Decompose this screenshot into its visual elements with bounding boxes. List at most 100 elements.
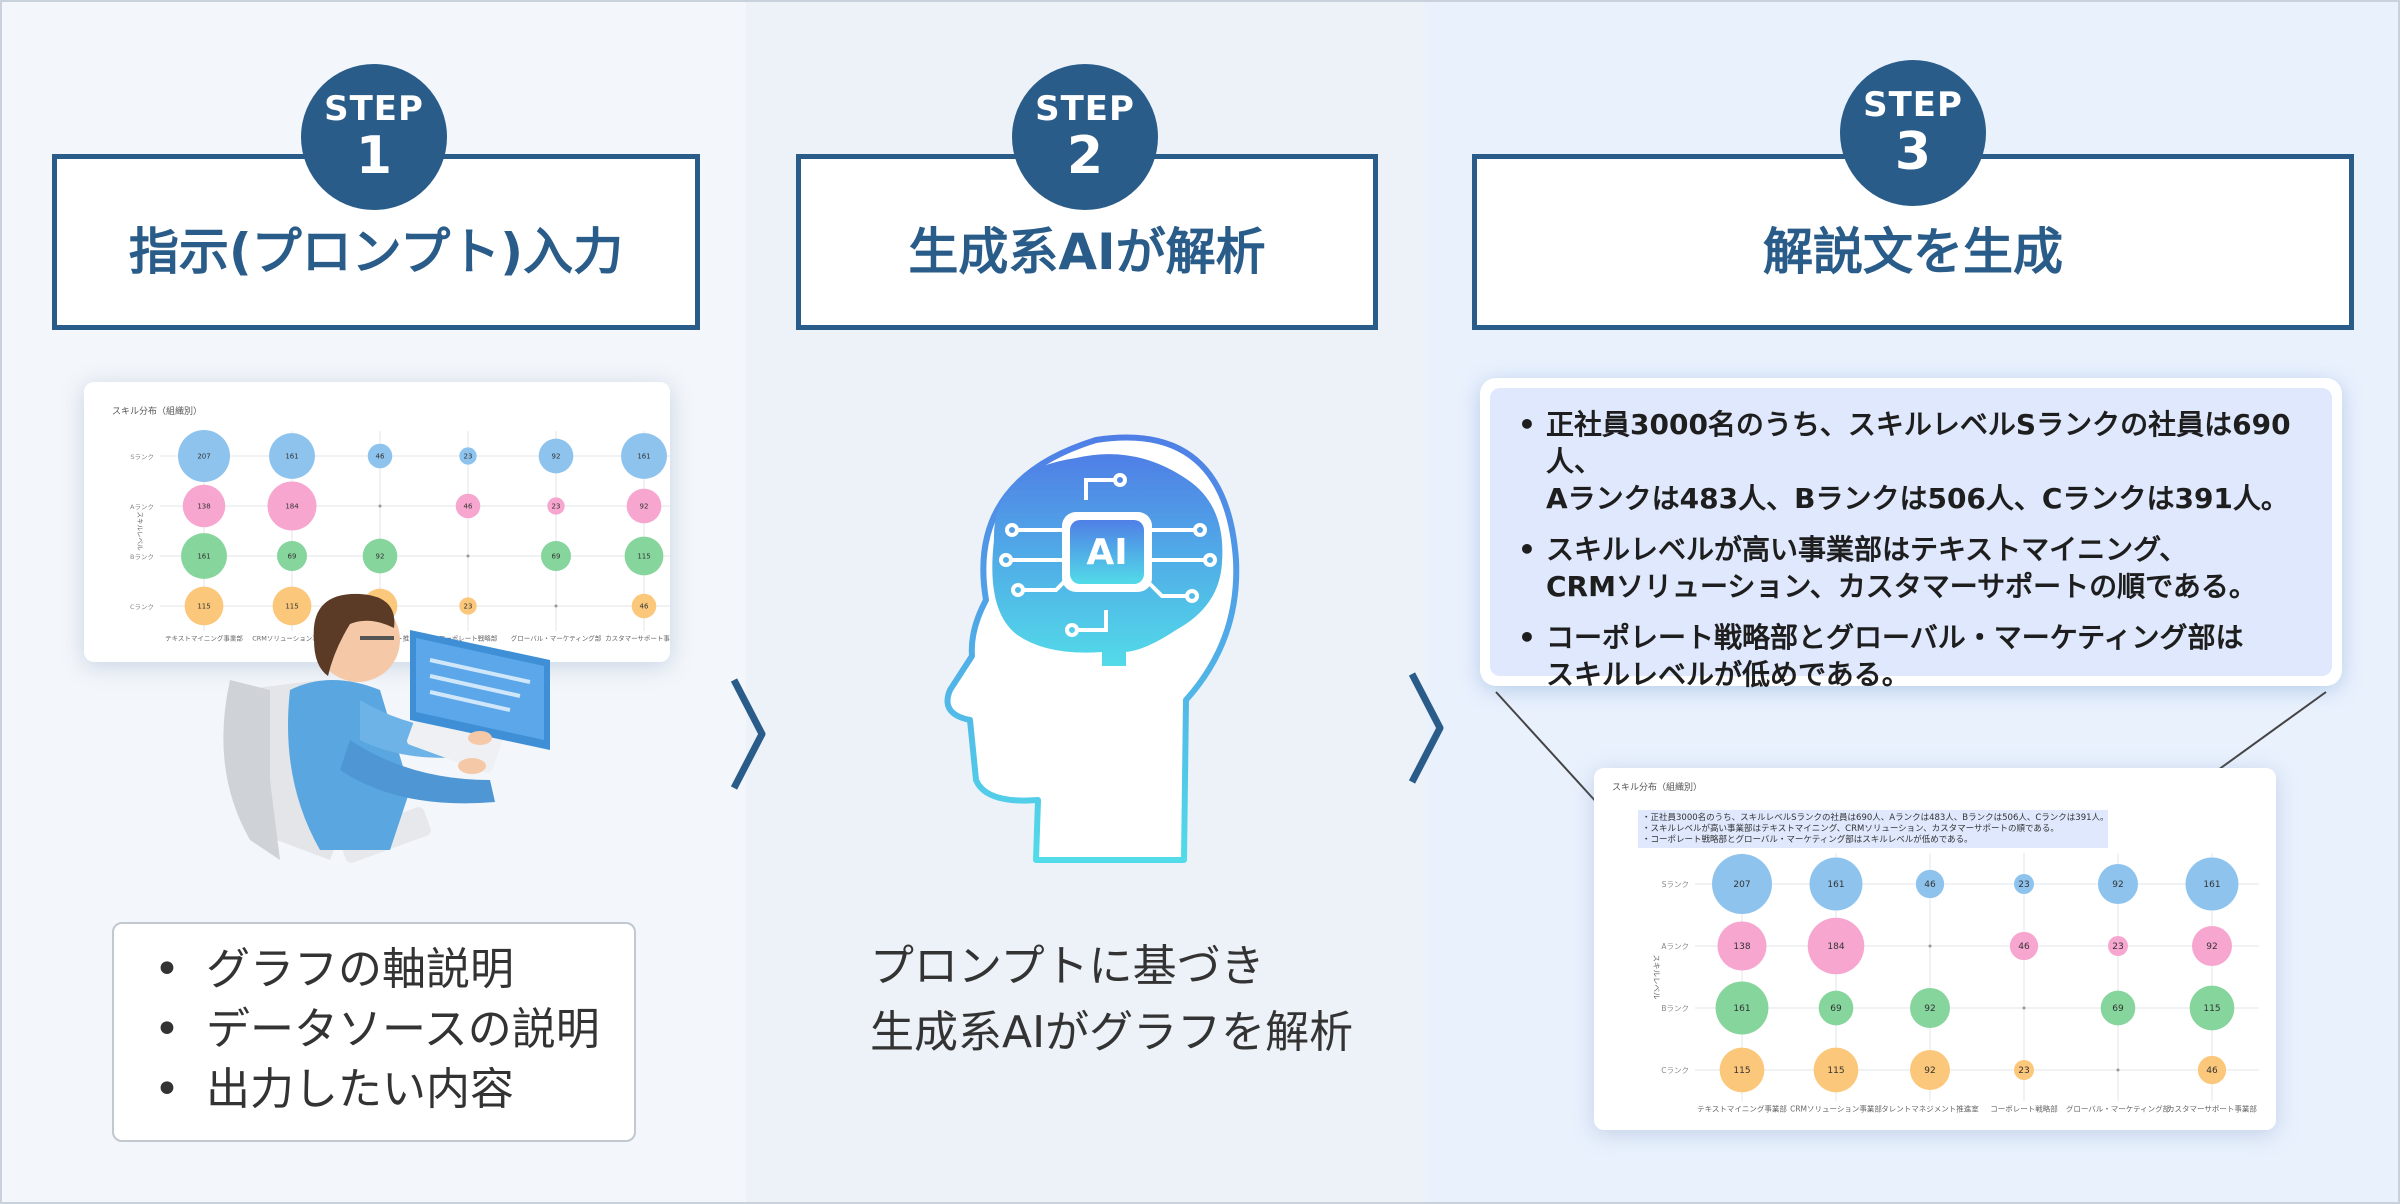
chart-title: スキル分布（組織別） <box>1612 781 1702 793</box>
x-tick-label: テキストマイニング事業部 <box>1697 1104 1787 1114</box>
step2-badge-label: STEP <box>1035 92 1135 126</box>
step3-chart-card: スキル分布（組織別） ・正社員3000名のうち、スキルレベルSランクの社員は690… <box>1594 768 2276 1130</box>
step3-title: 解説文を生成 <box>1763 212 2063 284</box>
step3-bubble-chart: スキル分布（組織別） ・正社員3000名のうち、スキルレベルSランクの社員は690… <box>1594 768 2276 1130</box>
chart-annotation-line: ・コーポレート戦略部とグローバル・マーケティング部はスキルレベルが低めである。 <box>1642 834 1973 845</box>
bubble-value-label: 92 <box>2112 880 2123 890</box>
bubble-value-label: 69 <box>288 552 297 560</box>
bubble-value-label: 92 <box>1924 1004 1935 1014</box>
bubble-value-label: 161 <box>2203 880 2220 890</box>
bubble-value-label: 92 <box>552 452 561 460</box>
y-tick-label: Bランク <box>130 553 154 561</box>
step1-badge: STEP 1 <box>301 64 447 210</box>
bubble-value-label: 46 <box>2018 942 2030 952</box>
step1-title: 指示(プロンプト)入力 <box>129 212 623 284</box>
bubble-value-label: 46 <box>2206 1066 2218 1076</box>
bubble-value-label: 92 <box>376 552 385 560</box>
step2-badge: STEP 2 <box>1012 64 1158 210</box>
step1-badge-label: STEP <box>324 92 424 126</box>
bubble-value-label: 138 <box>1733 942 1750 952</box>
y-tick-label: Bランク <box>1661 1004 1689 1013</box>
prompt-item: 出力したい内容 <box>154 1060 634 1120</box>
bubble-value-label: 69 <box>552 552 561 560</box>
bubble-value-label: 115 <box>1827 1066 1844 1076</box>
explanation-line: スキルレベルが高い事業部はテキストマイニング、 <box>1546 533 2187 566</box>
bubble-value-label: 115 <box>2203 1004 2220 1014</box>
x-tick-label: タレントマネジメント推進室 <box>1881 1104 1979 1114</box>
explanation-line: Aランクは483人、Bランクは506人、Cランクは391人。 <box>1546 482 2289 515</box>
bubble-value-label: 207 <box>1733 880 1750 890</box>
prompt-item: グラフの軸説明 <box>154 940 634 1000</box>
bubble-value-label: 23 <box>2018 880 2029 890</box>
prompt-items-box: グラフの軸説明 データソースの説明 出力したい内容 <box>112 922 636 1142</box>
y-axis-label: スキルレベル <box>1652 955 1661 1000</box>
y-tick-label: Aランク <box>130 503 154 511</box>
bubble-value-label: 92 <box>1924 1066 1935 1076</box>
empty-point <box>467 555 470 558</box>
step2-line: 生成系AIがグラフを解析 <box>870 1000 1353 1066</box>
step3-badge-number: 3 <box>1895 126 1931 178</box>
y-tick-label: Aランク <box>1661 942 1689 951</box>
bubble-value-label: 92 <box>640 502 649 510</box>
y-axis-label: スキルレベル <box>136 512 144 552</box>
bubble-value-label: 23 <box>2112 942 2123 952</box>
bubble-value-label: 161 <box>285 452 298 460</box>
chart-annotation-line: ・正社員3000名のうち、スキルレベルSランクの社員は690人、Aランクは483… <box>1642 812 2109 823</box>
explanation-bullet: スキルレベルが高い事業部はテキストマイニング、 CRMソリューション、カスタマーサ… <box>1518 531 2316 605</box>
bubble-value-label: 161 <box>1827 880 1844 890</box>
step1-badge-number: 1 <box>356 130 392 182</box>
ai-chip-label: AI <box>1086 532 1127 573</box>
bubble-value-label: 138 <box>197 502 210 510</box>
bubble-value-label: 23 <box>464 452 473 460</box>
chart-title: スキル分布（組織別） <box>112 405 202 417</box>
bubble-value-label: 115 <box>1733 1066 1750 1076</box>
bubble-value-label: 69 <box>2112 1004 2124 1014</box>
bubble-value-label: 161 <box>197 552 210 560</box>
bubble-value-label: 23 <box>552 502 561 510</box>
y-tick-label: Cランク <box>130 603 154 611</box>
bubble-value-label: 23 <box>2018 1066 2029 1076</box>
bubble-value-label: 184 <box>1827 942 1844 952</box>
step2-line: プロンプトに基づき <box>870 934 1353 1000</box>
y-tick-label: Cランク <box>1661 1066 1689 1075</box>
empty-point <box>2023 1007 2026 1010</box>
bubble-value-label: 161 <box>637 452 650 460</box>
step3-badge: STEP 3 <box>1840 60 1986 206</box>
bubble-value-label: 207 <box>197 452 210 460</box>
explanation-line: CRMソリューション、カスタマーサポートの順である。 <box>1546 570 2257 603</box>
explanation-line: コーポレート戦略部とグローバル・マーケティング部は <box>1546 621 2243 654</box>
empty-point <box>1929 945 1932 948</box>
step2-explanation: プロンプトに基づき 生成系AIがグラフを解析 <box>870 934 1353 1066</box>
x-tick-label: グローバル・マーケティング部 <box>2066 1104 2171 1114</box>
bubble-value-label: 46 <box>640 602 649 610</box>
explanation-line: 正社員3000名のうち、スキルレベルSランクの社員は690人、 <box>1546 408 2291 478</box>
bubble-value-label: 115 <box>197 602 210 610</box>
x-tick-label: カスタマーサポート事業部 <box>2167 1104 2257 1114</box>
empty-point <box>379 505 382 508</box>
y-tick-label: Sランク <box>130 453 154 461</box>
explanation-bullet: 正社員3000名のうち、スキルレベルSランクの社員は690人、 Aランクは483人… <box>1518 406 2316 517</box>
bubble-value-label: 184 <box>285 502 299 510</box>
step2-badge-number: 2 <box>1067 130 1103 182</box>
x-tick-label: カスタマーサポート事業部 <box>605 634 670 643</box>
y-tick-label: Sランク <box>1662 880 1689 889</box>
ai-brain-head-icon: AI <box>926 420 1246 866</box>
chevron-right-icon <box>1406 668 1446 788</box>
step3-badge-label: STEP <box>1863 88 1963 122</box>
bubble-value-label: 69 <box>1830 1004 1842 1014</box>
bubble-value-label: 46 <box>1924 880 1936 890</box>
bubble-value-label: 115 <box>637 552 650 560</box>
chevron-right-icon <box>728 674 768 794</box>
bubble-value-label: 161 <box>1733 1004 1750 1014</box>
empty-point <box>2117 1069 2120 1072</box>
bubble-value-label: 46 <box>464 502 473 510</box>
step2-title: 生成系AIが解析 <box>908 212 1265 284</box>
generated-explanation-box: 正社員3000名のうち、スキルレベルSランクの社員は690人、 Aランクは483人… <box>1480 378 2342 686</box>
x-tick-label: CRMソリューション事業部 <box>1790 1104 1882 1114</box>
bubble-value-label: 92 <box>2206 942 2217 952</box>
x-tick-label: コーポレート戦略部 <box>1990 1104 2058 1114</box>
prompt-item: データソースの説明 <box>154 1000 634 1060</box>
person-at-computer-illustration <box>210 580 570 870</box>
generated-explanation-inner: 正社員3000名のうち、スキルレベルSランクの社員は690人、 Aランクは483人… <box>1490 388 2332 676</box>
chart-annotation-line: ・スキルレベルが高い事業部はテキストマイニング、CRMソリューション、カスタマー… <box>1642 823 2059 834</box>
